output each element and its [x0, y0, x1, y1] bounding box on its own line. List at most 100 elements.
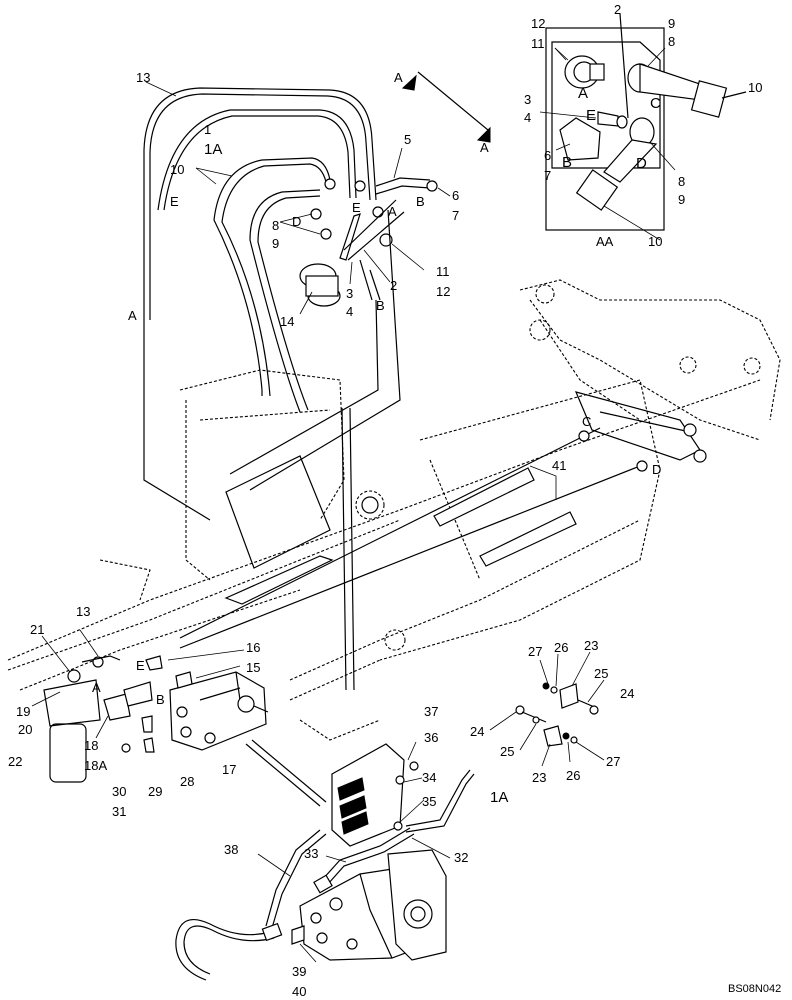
mounting-hardware [515, 682, 599, 747]
hose-33 [321, 827, 411, 881]
label-inset-10a: 10 [748, 80, 762, 95]
reference-code: BS08N042 [728, 983, 781, 995]
label-18: 18 [84, 738, 98, 753]
inset-frame [545, 27, 665, 231]
label-32: 32 [454, 850, 468, 865]
label-23-lower: 23 [532, 770, 546, 785]
label-24-upper: 24 [620, 686, 634, 701]
suction-hose [175, 919, 271, 981]
label-27-upper: 27 [528, 644, 542, 659]
label-inset-8b: 8 [678, 174, 685, 189]
label-26-upper: 26 [554, 640, 568, 655]
label-inset-e: E [586, 107, 596, 124]
label-b-left: B [156, 692, 165, 707]
label-e-top: E [170, 194, 179, 209]
label-inset-10b: 10 [648, 234, 662, 249]
hose-routing-upper [143, 87, 438, 691]
leader-lines [31, 81, 605, 963]
label-39: 39 [292, 964, 306, 979]
fitting-36 [409, 761, 419, 771]
fitting-8 [324, 178, 336, 190]
pump-lower [291, 849, 447, 961]
label-a-top: A [388, 204, 397, 219]
label-38: 38 [224, 842, 238, 857]
label-33: 33 [304, 846, 318, 861]
label-36: 36 [424, 730, 438, 745]
pump-17 [169, 671, 269, 751]
label-13-top: 13 [136, 70, 150, 85]
fitting-6 [426, 180, 438, 192]
section-arrow-lower [476, 126, 491, 143]
tube-sleeve-lower [479, 511, 577, 567]
label-23-upper: 23 [584, 638, 598, 653]
label-inset-d: D [636, 155, 647, 172]
label-1: 1 [204, 122, 211, 137]
label-24-lower: 24 [470, 724, 484, 739]
label-25-lower: 25 [500, 744, 514, 759]
label-inset-2: 2 [614, 2, 621, 17]
label-section-a-lower: A [480, 140, 489, 155]
label-inset-11: 11 [531, 36, 545, 51]
label-5: 5 [404, 132, 411, 147]
label-37: 37 [424, 704, 438, 719]
label-22: 22 [8, 754, 22, 769]
fitting-34 [395, 775, 405, 785]
label-34: 34 [422, 770, 436, 785]
label-e-mid: E [352, 200, 361, 215]
fitting-29 [143, 737, 155, 753]
bracket-23-lower [543, 725, 563, 747]
label-section-a-upper: A [394, 70, 403, 85]
fitting-28 [141, 715, 153, 733]
label-b-top: B [416, 194, 425, 209]
label-40: 40 [292, 984, 306, 999]
inset-aa [539, 13, 747, 241]
tube-41-b [179, 465, 641, 649]
inset-hose-c [639, 63, 701, 101]
filter-element-18a [49, 723, 87, 783]
label-4: 4 [346, 304, 353, 319]
label-a-left: A [128, 308, 137, 323]
label-19: 19 [16, 704, 30, 719]
label-d-top: D [292, 214, 301, 229]
filter-assembly [43, 655, 163, 783]
bolt-24-upper [589, 705, 599, 715]
label-26-lower: 26 [566, 768, 580, 783]
label-inset-b: B [562, 154, 572, 171]
tube-sleeve-upper [433, 467, 535, 527]
filter-head-20 [43, 679, 101, 727]
label-35: 35 [422, 794, 436, 809]
label-20: 20 [18, 722, 32, 737]
label-inset-7: 7 [544, 168, 551, 183]
inset-valve-body [551, 41, 661, 169]
tubes-41 [179, 391, 707, 649]
label-inset-c: C [650, 95, 661, 112]
hose-10-a [213, 157, 331, 396]
hose-1 [157, 109, 357, 211]
machine-frame [7, 279, 781, 741]
fitting-39 [291, 925, 305, 945]
label-inset-12: 12 [531, 16, 545, 31]
label-inset-9a: 9 [668, 16, 675, 31]
label-c-right: C [582, 414, 591, 429]
label-inset-3: 3 [524, 92, 531, 107]
label-e-left: E [136, 658, 145, 673]
label-10: 10 [170, 162, 184, 177]
label-1a-lower: 1A [490, 789, 508, 806]
label-inset-9b: 9 [678, 192, 685, 207]
hose-1a-lower [405, 769, 471, 827]
label-15: 15 [246, 660, 260, 675]
label-29: 29 [148, 784, 162, 799]
label-b-mid: B [376, 298, 385, 313]
label-2: 2 [390, 278, 397, 293]
label-21: 21 [30, 622, 44, 637]
hose-13 [143, 87, 377, 320]
label-14: 14 [280, 314, 294, 329]
inset-hose-d [603, 139, 658, 183]
label-9: 9 [272, 236, 279, 251]
label-inset-a: A [578, 85, 588, 102]
fitting-11 [379, 233, 393, 247]
label-16: 16 [246, 640, 260, 655]
label-3: 3 [346, 286, 353, 301]
